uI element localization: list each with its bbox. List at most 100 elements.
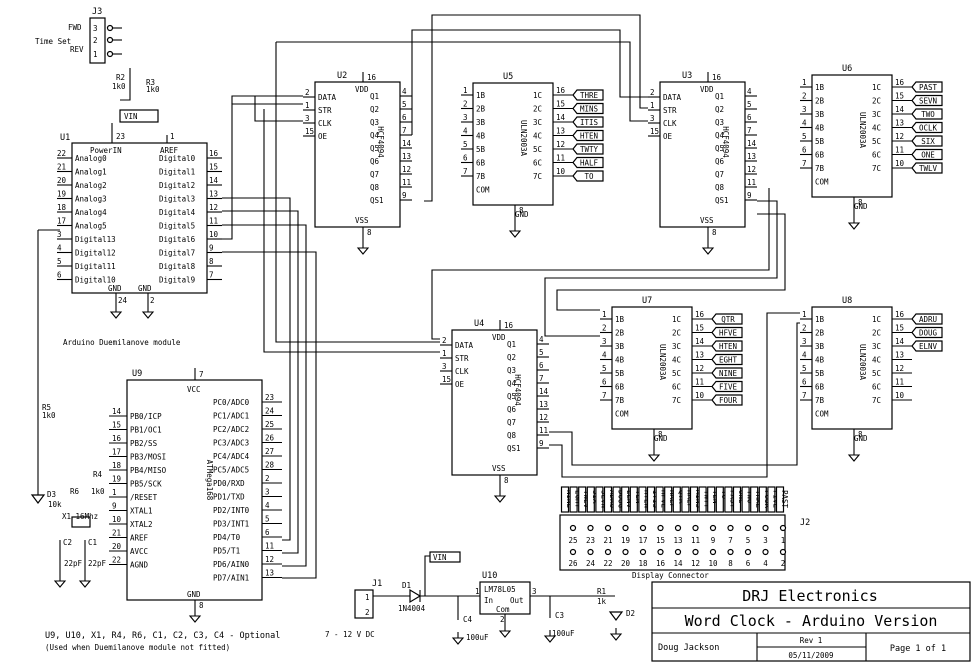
input-pin: 3 <box>650 114 655 123</box>
pin-number: 3 <box>57 230 62 239</box>
output-pin: 4 <box>747 87 752 96</box>
r1-ref: R1 <box>597 587 606 596</box>
j2-pin: 22 <box>603 559 612 568</box>
output-q8: Q8 <box>715 183 725 192</box>
input-6b: 6B <box>615 383 625 392</box>
input-clk: CLK <box>318 119 332 128</box>
pin-number: 17 <box>112 448 121 457</box>
pin-xtal2: XTAL2 <box>130 520 153 529</box>
pin-number: 3 <box>265 488 270 497</box>
output-pin: 5 <box>539 348 544 357</box>
u10-pin: 3 <box>532 587 537 596</box>
input-1b: 1B <box>815 315 825 324</box>
output-pin: 14 <box>695 337 705 346</box>
pin-pb1oc1: PB1/OC1 <box>130 426 162 435</box>
u10-ref: U10 <box>482 571 497 581</box>
gnd-label: GND <box>515 210 529 219</box>
pin-number: 28 <box>265 461 275 470</box>
output-pin: 12 <box>695 364 704 373</box>
gnd-label: GND <box>654 434 668 443</box>
pin-number: 26 <box>265 434 275 443</box>
input-pin: 2 <box>802 324 807 333</box>
j2-pin: 10 <box>708 559 718 568</box>
output-6c: 6C <box>872 151 881 160</box>
output-pin: 7 <box>402 126 407 135</box>
j2-pin: 5 <box>746 536 751 545</box>
pin-digital5: Digital5 <box>159 222 195 231</box>
output-7c: 7C <box>672 396 681 405</box>
pin-pc2adc2: PC2/ADC2 <box>213 425 249 434</box>
pin-number: 16 <box>209 149 219 158</box>
pin-number: 15 <box>112 421 121 430</box>
output-qs1: QS1 <box>715 196 729 205</box>
output-pin: 9 <box>402 191 407 200</box>
input-2b: 2B <box>815 97 825 106</box>
input-pin: 3 <box>802 105 807 114</box>
input-2b: 2B <box>615 329 625 338</box>
output-pin: 15 <box>695 324 704 333</box>
page-number: Page 1 of 1 <box>890 644 946 654</box>
j2-pin: 1 <box>781 536 786 545</box>
pin-number: 1 <box>112 488 117 497</box>
j2-pin: 23 <box>586 536 595 545</box>
j2-net-two: TWO <box>746 490 755 504</box>
u7-driver: U71B12B23B34B45B56B67B7COM1C16QTR2C15HFV… <box>600 296 743 462</box>
r4-value: 1k0 <box>91 487 105 496</box>
gnd-pin: 8 <box>858 198 863 207</box>
pin-number: 14 <box>209 176 219 185</box>
output-pin: 15 <box>556 100 565 109</box>
net-label-hfve: HFVE <box>719 329 738 338</box>
u5-driver: U51B12B23B34B45B56B67B7COM1C16THRE2C15MI… <box>461 72 604 238</box>
u8-driver: U81B12B23B34B45B56B67B7COM1C16ADRU2C15DO… <box>800 296 943 462</box>
pin-digital12: Digital12 <box>75 249 116 258</box>
j2-net-eght: EGHT <box>574 490 583 509</box>
u10-out: Out <box>510 596 524 605</box>
input-com: COM <box>476 186 490 195</box>
j2-net-to: TO <box>720 490 729 500</box>
input-com: COM <box>815 410 829 419</box>
output-pin: 15 <box>895 92 904 101</box>
pin-pc4adc4: PC4/ADC4 <box>213 452 250 461</box>
u10-in: In <box>484 596 493 605</box>
output-4c: 4C <box>872 356 881 365</box>
pin-number: 24 <box>265 407 275 416</box>
pin-number: 10 <box>112 515 122 524</box>
u4-shift-register: U4VDDVSS168DATA2STR1CLK3OE15Q14Q25Q36Q47… <box>440 319 549 503</box>
output-q5: Q5 <box>715 144 724 153</box>
pin-pd4t0: PD4/T0 <box>213 533 241 542</box>
j2-pin: 3 <box>763 536 768 545</box>
input-7b: 7B <box>476 172 486 181</box>
pin-xtal1: XTAL1 <box>130 507 153 516</box>
vdd-label: VDD <box>700 85 714 94</box>
j1-pin: 2 <box>365 608 370 617</box>
input-pin: 2 <box>442 336 447 345</box>
output-pin: 9 <box>747 191 752 200</box>
pin-number: 20 <box>112 542 122 551</box>
pin-analog5: Analog5 <box>75 222 107 231</box>
output-pin: 9 <box>539 439 544 448</box>
part-number: HCF4094 <box>376 126 385 158</box>
output-pin: 16 <box>695 310 705 319</box>
output-q8: Q8 <box>370 183 380 192</box>
pin-pd7ain1: PD7/AIN1 <box>213 574 249 583</box>
c4-ref: C4 <box>463 615 473 624</box>
output-2c: 2C <box>533 105 542 114</box>
pin-number: 21 <box>57 163 66 172</box>
vss-label: VSS <box>355 216 369 225</box>
pin-digital11: Digital11 <box>75 262 116 271</box>
pin-number: 25 <box>265 420 274 429</box>
input-pin: 1 <box>802 310 807 319</box>
part-number: HCF4094 <box>721 126 730 158</box>
part-number: HCF4094 <box>513 374 522 406</box>
j2-pin: 2 <box>781 559 786 568</box>
r3-value: 1k0 <box>146 85 160 94</box>
output-pin: 11 <box>695 378 704 387</box>
j2-pin: 15 <box>656 536 665 545</box>
output-pin: 11 <box>539 426 548 435</box>
pin-analog2: Analog2 <box>75 181 107 190</box>
j2-pin: 7 <box>728 536 733 545</box>
input-7b: 7B <box>815 396 825 405</box>
pin-number: 11 <box>209 217 218 226</box>
pin-digital8: Digital8 <box>159 262 196 271</box>
pin-pc0adc0: PC0/ADC0 <box>213 398 250 407</box>
